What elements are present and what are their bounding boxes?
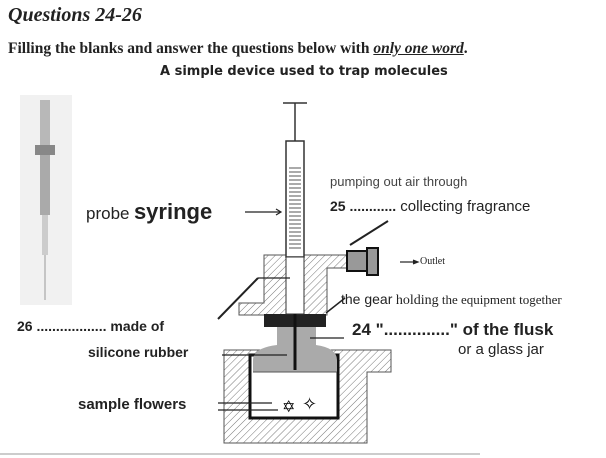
instruction-prefix: Filling the blanks and answer the questi… (8, 40, 374, 57)
flower-icon: ✡ (282, 399, 295, 416)
sample-flowers-label: sample flowers (78, 396, 187, 413)
outlet-label: Outlet (420, 256, 445, 267)
probe-syringe-label: probe syringe (86, 199, 212, 225)
gear-label: the gear holding the equipment together (341, 291, 562, 309)
question-25: 25 ............ collecting fragrance (330, 198, 530, 215)
questions-title: Questions 24-26 (8, 4, 142, 26)
instruction-emphasis: only one word (373, 40, 464, 57)
silicone-label: silicone rubber (88, 344, 189, 360)
pumping-label: pumping out air through (330, 174, 468, 189)
syringe-label: syringe (133, 199, 213, 224)
flower-icon: ✧ (302, 394, 317, 414)
probe-label: probe (86, 204, 130, 223)
q25-text: collecting fragrance (396, 198, 531, 215)
question-26: 26 .................. made of (17, 318, 165, 334)
gear-c: the equipment together (438, 292, 562, 307)
glass-jar-label: or a glass jar (458, 341, 544, 358)
outlet-fitting (346, 250, 368, 272)
syringe-photo (20, 95, 72, 305)
gear-b: holding (392, 293, 439, 308)
diagram-subtitle: A simple device used to trap molecules (160, 64, 448, 79)
gear-a: the gear (341, 291, 393, 307)
question-24: 24 ".............." of the flusk (352, 320, 554, 339)
instruction-suffix: . (463, 40, 468, 57)
instructions: Filling the blanks and answer the questi… (8, 40, 468, 58)
q25-blank: 25 ............ (330, 198, 397, 214)
